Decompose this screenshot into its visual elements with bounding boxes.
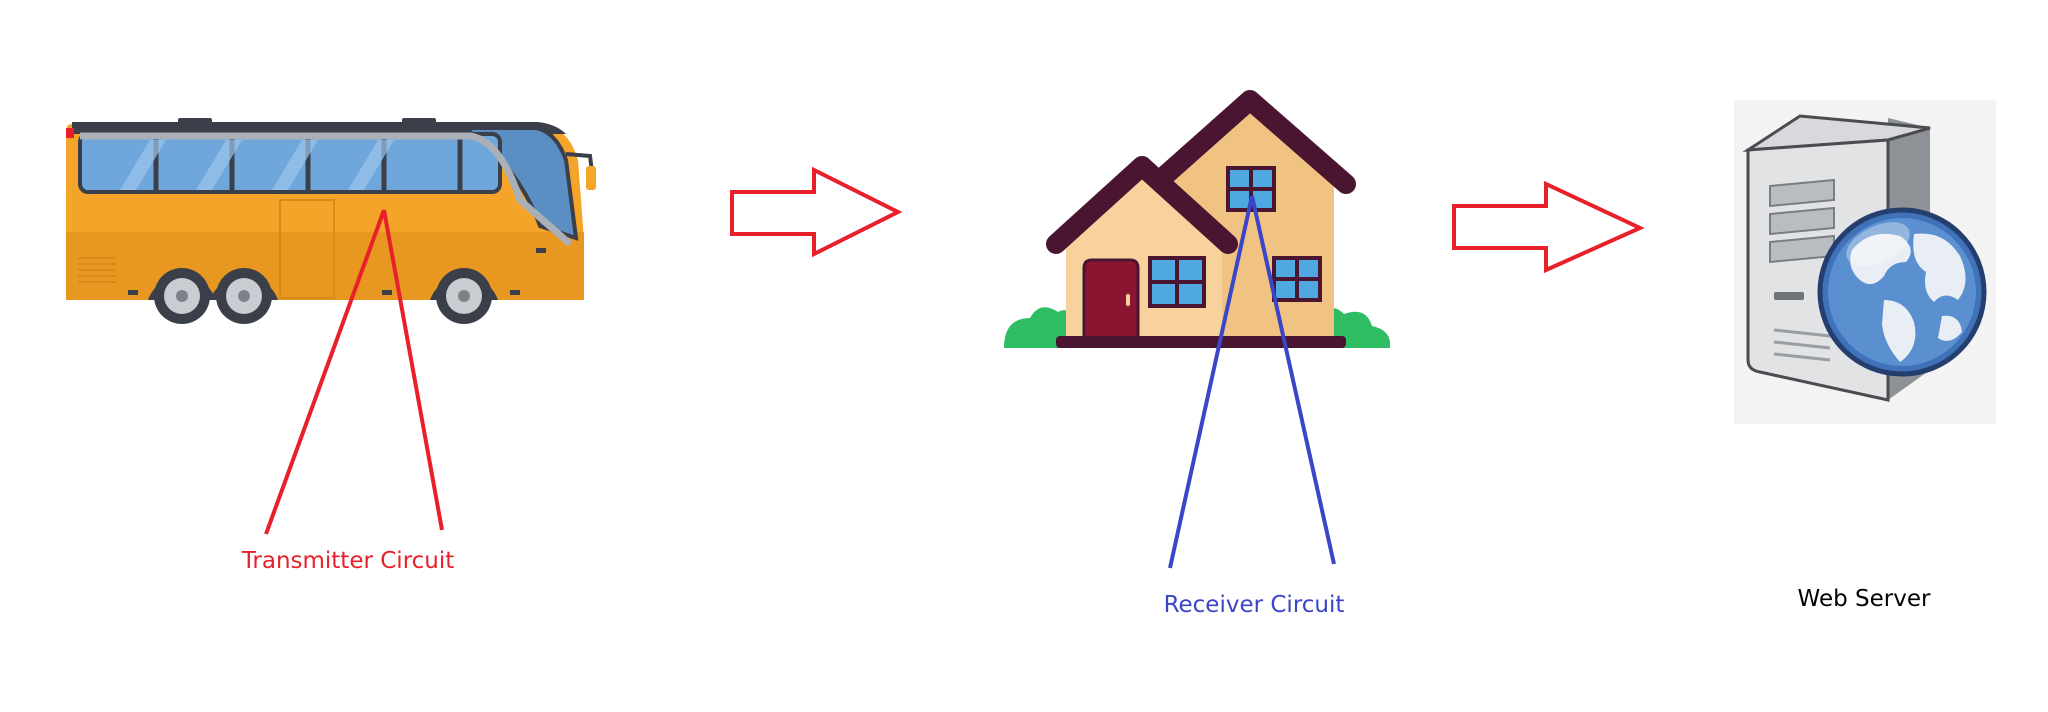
- house-icon: [1004, 90, 1391, 348]
- transmitter-pointer: [264, 209, 444, 535]
- transmitter-label: Transmitter Circuit: [241, 548, 455, 574]
- globe-icon: [1817, 207, 1987, 377]
- bus-icon: [66, 118, 596, 324]
- receiver-label: Receiver Circuit: [1164, 592, 1345, 618]
- arrow-right-icon: [1452, 180, 1645, 274]
- server-label: Web Server: [1798, 586, 1931, 612]
- receiver-pointer: [1168, 195, 1336, 569]
- arrow-right-icon: [730, 166, 903, 258]
